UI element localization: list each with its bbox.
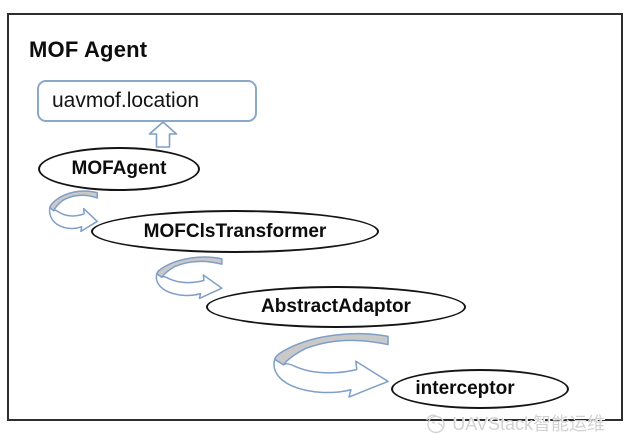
config-box: uavmof.location [37, 80, 257, 122]
curved-ribbon-arrow-icon [150, 254, 223, 299]
node-label: AbstractAdaptor [261, 296, 411, 317]
watermark: UAVStack智能运维 [423, 411, 605, 434]
node-mof-cls-transformer: MOFClsTransformer [91, 210, 379, 253]
curved-ribbon-arrow-icon [263, 329, 390, 398]
diagram-frame: MOF Agent uavmof.location MOFAgent MOFCl… [7, 13, 623, 434]
curved-ribbon-arrow-icon [45, 188, 98, 232]
node-interceptor: interceptor [391, 369, 569, 409]
up-block-arrow-icon [148, 121, 178, 148]
node-label: interceptor [415, 378, 515, 399]
node-abstract-adaptor: AbstractAdaptor [206, 286, 466, 328]
uavstack-logo-icon [426, 414, 445, 433]
config-box-label: uavmof.location [52, 89, 200, 112]
diagram-title: MOF Agent [29, 37, 148, 62]
node-label: MOFClsTransformer [143, 220, 327, 242]
node-label: MOFAgent [71, 158, 167, 179]
watermark-text: UAVStack智能运维 [452, 414, 605, 434]
node-mof-agent: MOFAgent [38, 147, 200, 191]
